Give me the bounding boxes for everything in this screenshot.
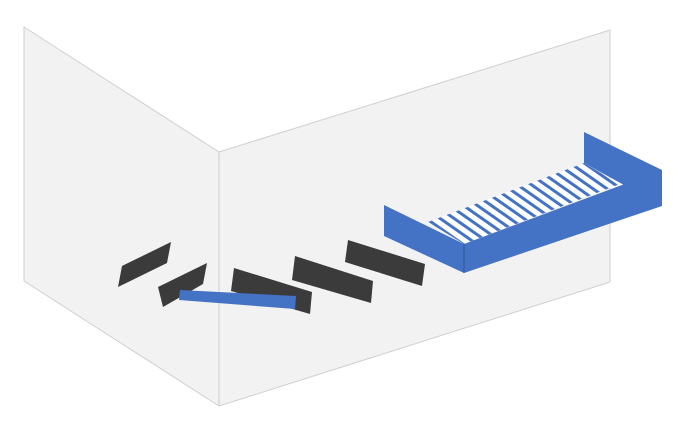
box-floor [428, 163, 620, 244]
open-box [384, 132, 662, 273]
left-wall [23, 26, 220, 407]
dark-bar-2 [158, 263, 207, 307]
dark-bar-5 [345, 240, 425, 286]
right-wall [218, 29, 611, 407]
dark-bar-1 [118, 242, 171, 287]
dark-bar-4 [292, 256, 373, 303]
box-left-wall [384, 205, 464, 273]
box-front-wall [464, 170, 662, 273]
highlighted-bar [179, 290, 296, 309]
